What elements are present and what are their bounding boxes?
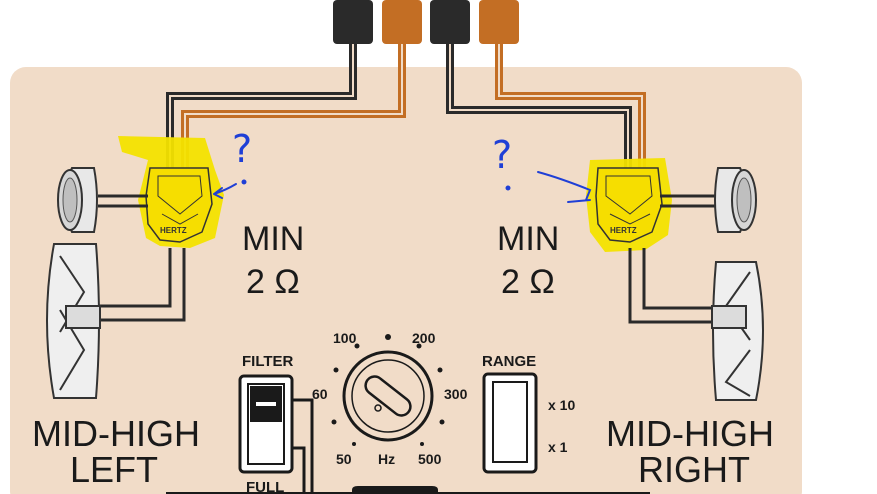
frequency-unit: Hz — [378, 451, 395, 467]
annotation-left: ? — [213, 127, 252, 199]
tweeter-left — [57, 167, 148, 233]
range-label: RANGE — [482, 353, 536, 370]
range-switch-knob[interactable] — [492, 381, 528, 463]
frequency-tick-100: 100 — [333, 330, 357, 346]
frequency-tick-500: 500 — [418, 451, 442, 467]
range-option-x1: x 1 — [548, 439, 568, 455]
annotation-left-arrow — [213, 183, 237, 199]
woofer-right — [628, 248, 764, 401]
annotation-right-arrow — [537, 171, 592, 203]
frequency-tick-300: 300 — [444, 386, 468, 402]
right-impedance-value: 2 Ω — [501, 263, 555, 301]
crossover-right: HERTZ — [595, 167, 663, 243]
right-wires — [446, 44, 646, 170]
annotation-left-question-mark: ? — [232, 127, 252, 171]
right-caption-line2: RIGHT — [638, 449, 750, 490]
left-caption-line1: MID-HIGH — [32, 413, 200, 454]
input-plugs — [333, 0, 519, 44]
crossover-left: HERTZ — [145, 167, 213, 243]
range-option-x10: x 10 — [548, 397, 575, 413]
right-caption-line1: MID-HIGH — [606, 413, 774, 454]
filter-switch-group: FILTER FULL — [238, 353, 314, 494]
frequency-tick-200: 200 — [412, 330, 436, 346]
tweeter-right — [660, 167, 757, 233]
crossover-left-brand: HERTZ — [160, 226, 187, 235]
filter-label: FILTER — [242, 353, 294, 370]
annotation-right-question-mark: ? — [492, 133, 512, 177]
plug-left-negative — [333, 0, 373, 44]
crossover-right-brand: HERTZ — [610, 226, 637, 235]
frequency-tick-50: 50 — [336, 451, 352, 467]
left-impedance-value: 2 Ω — [246, 263, 300, 301]
frequency-tick-60: 60 — [312, 386, 328, 402]
plug-left-positive — [382, 0, 422, 44]
filter-full-label: FULL — [246, 479, 284, 494]
frequency-knob-pointer — [364, 375, 412, 417]
right-impedance-min: MIN — [497, 220, 559, 258]
left-caption-line2: LEFT — [70, 449, 158, 490]
annotation-right: ? — [492, 133, 592, 203]
range-switch-group: RANGE x 10 x 1 — [482, 353, 575, 474]
plug-right-negative — [430, 0, 470, 44]
left-impedance-min: MIN — [242, 220, 304, 258]
plug-right-positive — [479, 0, 519, 44]
frequency-knob-group: 100 200 60 300 50 500 Hz — [312, 330, 468, 467]
woofer-left — [46, 243, 186, 399]
